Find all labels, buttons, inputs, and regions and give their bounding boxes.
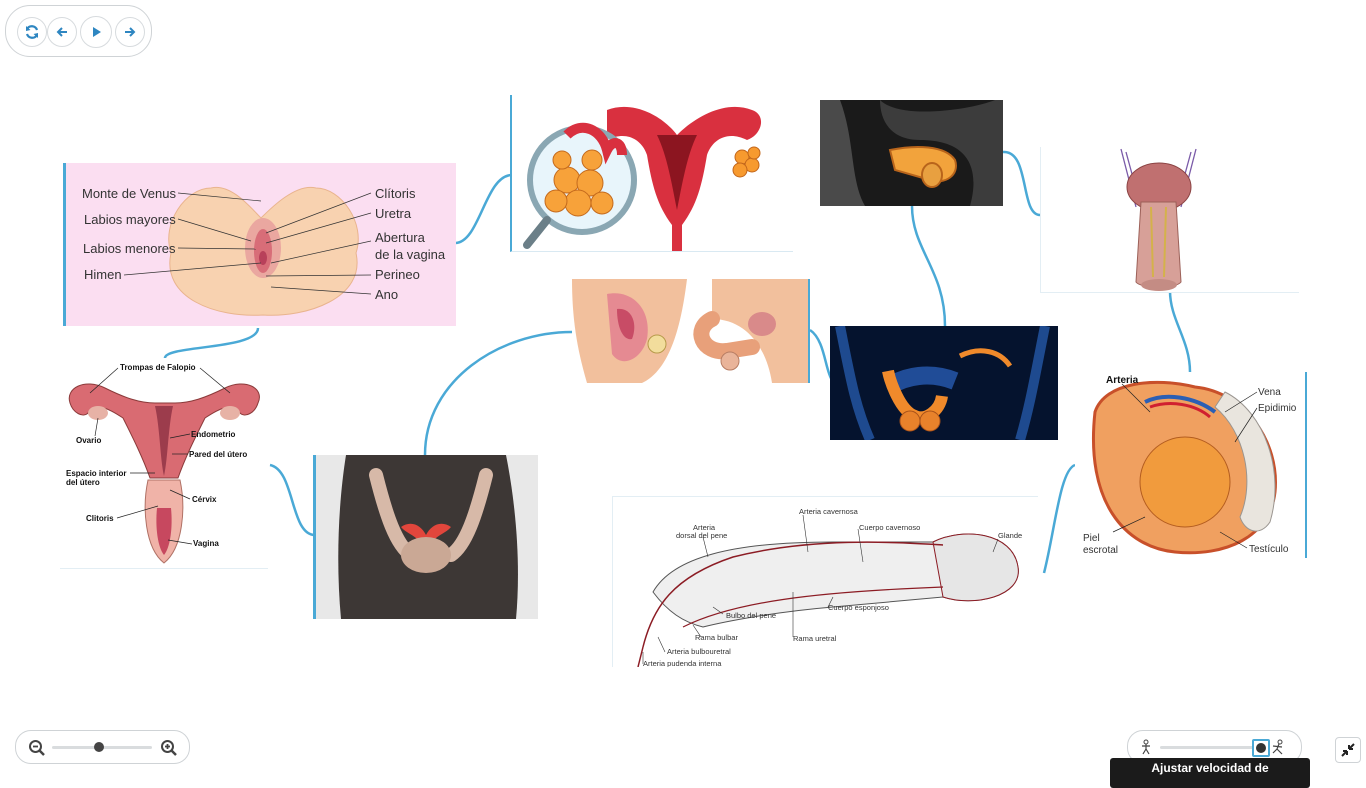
sagittal-sections-illustration <box>572 279 808 383</box>
label-arteria-cavernosa: Arteria cavernosa <box>799 507 859 516</box>
speed-slider-track[interactable] <box>1160 746 1260 749</box>
label-clitoris: Clítoris <box>375 186 416 201</box>
image-card-male-side[interactable] <box>820 100 1003 206</box>
label-rama-bulbar: Rama bulbar <box>695 633 738 642</box>
uterus-ovary-illustration <box>523 106 762 251</box>
label-bulbo-pene: Bulbo del pene <box>726 611 776 620</box>
label-labios-mayores: Labios mayores <box>84 212 176 227</box>
label-uretra: Uretra <box>375 206 412 221</box>
label-cuerpo-esponjoso: Cuerpo esponjoso <box>828 603 889 612</box>
play-icon <box>93 27 101 37</box>
image-card-vulva[interactable]: Monte de Venus Labios mayores Labios men… <box>63 163 456 326</box>
label-ano: Ano <box>375 287 398 302</box>
speed-tooltip: Ajustar velocidad de <box>1110 758 1310 788</box>
label-rama-uretral: Rama uretral <box>793 634 837 643</box>
image-card-penis-arteries[interactable]: Arteria cavernosa Arteria dorsal del pen… <box>612 496 1038 667</box>
label-vagina: Vagina <box>193 539 219 548</box>
label-monte-de-venus: Monte de Venus <box>82 186 176 201</box>
back-icon <box>56 27 67 37</box>
zoom-out-icon[interactable] <box>28 739 46 757</box>
image-card-female-reproductive[interactable]: Trompas de Falopio Ovario Endometrio Par… <box>60 358 268 569</box>
forward-icon <box>125 27 136 37</box>
label-cuerpo-cavernoso: Cuerpo cavernoso <box>859 523 920 532</box>
male-side-illustration <box>820 100 1003 206</box>
zoom-controls <box>15 730 190 764</box>
label-espacio-interior: Espacio interior <box>66 469 126 478</box>
image-card-uterus-ovary[interactable] <box>510 95 793 252</box>
navigation-toolbar <box>5 5 152 57</box>
label-cervix: Cérvix <box>192 495 217 504</box>
refresh-icon <box>25 25 39 39</box>
play-button[interactable] <box>80 16 112 48</box>
label-dorsal-pene: dorsal del pene <box>676 531 727 540</box>
forward-button[interactable] <box>115 17 145 47</box>
label-arteria: Arteria <box>693 523 716 532</box>
label-del-utero: del útero <box>66 478 100 487</box>
penis-arteries-illustration: Arteria cavernosa Arteria dorsal del pen… <box>637 507 1022 667</box>
label-clitoris-small: Clitoris <box>86 514 114 523</box>
label-vena: Vena <box>1258 387 1281 398</box>
xray-male-illustration <box>830 326 1058 440</box>
label-testiculo: Testículo <box>1249 544 1289 555</box>
label-abertura: Abertura <box>375 230 426 245</box>
back-button[interactable] <box>47 17 77 47</box>
label-testis-arteria: Arteria <box>1106 375 1139 386</box>
exit-fullscreen-button[interactable] <box>1335 737 1361 763</box>
label-trompas: Trompas de Falopio <box>120 363 196 372</box>
label-glande: Glande <box>998 531 1022 540</box>
walk-slow-icon <box>1142 739 1150 755</box>
image-card-woman-photo[interactable] <box>313 455 538 619</box>
run-fast-icon <box>1272 739 1283 755</box>
image-card-sagittal-sections[interactable] <box>572 279 810 383</box>
label-himen: Himen <box>84 267 122 282</box>
label-epidimio: Epidimio <box>1258 403 1297 414</box>
vulva-illustration: Monte de Venus Labios mayores Labios men… <box>82 186 446 316</box>
speed-slider-thumb[interactable] <box>1252 739 1270 757</box>
image-card-testis[interactable]: Arteria Vena Epidimio Piel escrotal Test… <box>1075 372 1307 558</box>
label-endometrio: Endometrio <box>191 430 236 439</box>
female-reproductive-illustration: Trompas de Falopio Ovario Endometrio Par… <box>66 363 260 564</box>
label-perineo: Perineo <box>375 267 420 282</box>
label-de-la-vagina: de la vagina <box>375 247 446 262</box>
label-pared-utero: Pared del útero <box>189 450 247 459</box>
image-card-male-urinary[interactable] <box>1040 147 1299 293</box>
refresh-button[interactable] <box>17 17 47 47</box>
zoom-slider-thumb[interactable] <box>94 742 104 752</box>
exit-fullscreen-icon <box>1341 743 1355 757</box>
label-arteria-pudenda: Arteria pudenda interna <box>643 659 722 667</box>
label-labios-menores: Labios menores <box>83 241 176 256</box>
label-ovario: Ovario <box>76 436 101 445</box>
image-card-xray-male[interactable] <box>830 326 1058 440</box>
label-escrotal: escrotal <box>1083 545 1118 556</box>
zoom-in-icon[interactable] <box>160 739 178 757</box>
mindmap-connectors <box>163 150 1192 574</box>
label-arteria-bulbouretral: Arteria bulbouretral <box>667 647 731 656</box>
male-urinary-illustration <box>1120 148 1197 291</box>
label-piel: Piel <box>1083 533 1100 544</box>
woman-photo-illustration <box>316 455 538 619</box>
testis-illustration: Arteria Vena Epidimio Piel escrotal Test… <box>1083 375 1297 556</box>
